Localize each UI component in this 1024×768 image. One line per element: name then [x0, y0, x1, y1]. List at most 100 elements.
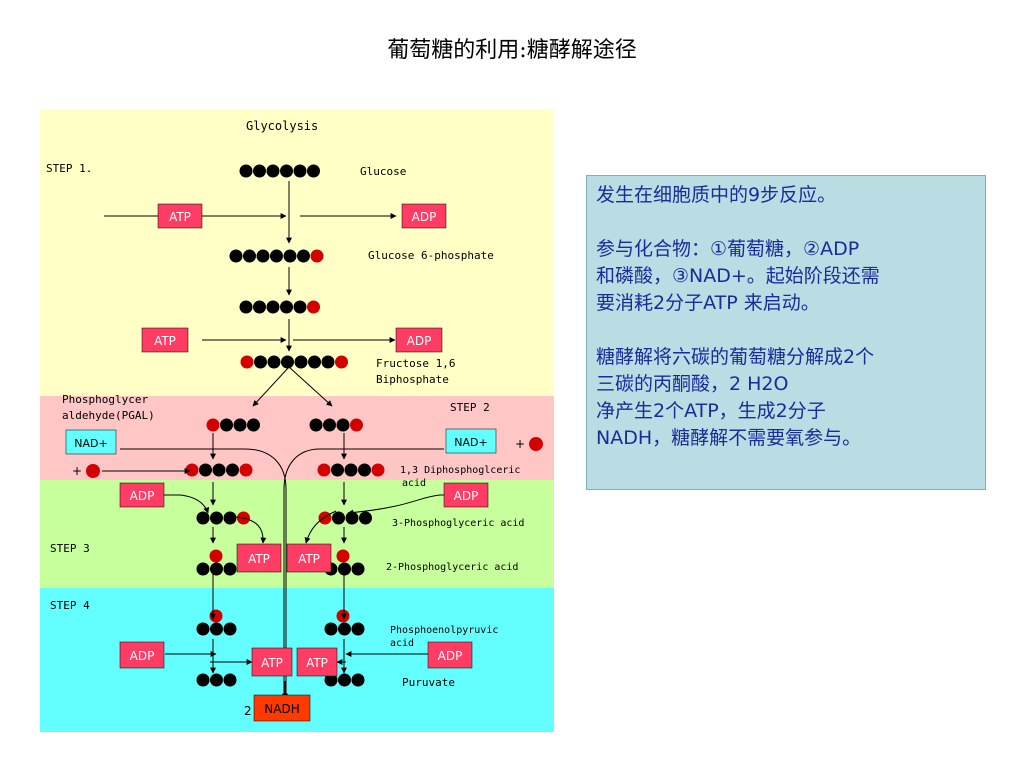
svg-text:ADP: ADP — [438, 649, 463, 663]
carbon-atom — [210, 622, 223, 636]
step1-label: STEP 1. — [46, 162, 92, 175]
molecule-layer — [185, 164, 385, 687]
glycolysis-diagram: ATP ADP ATP ADP NAD+ NAD+ + + ADP ADP AT… — [40, 109, 554, 732]
label-bpg-2: acid — [402, 478, 426, 489]
molecule-pgal-left — [206, 418, 260, 432]
carbon-atom — [223, 673, 237, 687]
carbon-atom — [283, 249, 297, 263]
phosphate-atom — [335, 355, 348, 369]
phosphate-atom — [350, 418, 363, 432]
label-fbp-1: Fructose 1,6 — [376, 357, 455, 370]
panel-paragraph-3: 糖酵解将六碳的葡萄糖分解成2个 三碳的丙酮酸，2 H2O 净产生2个ATP，生成… — [596, 344, 977, 452]
carbon-atom — [212, 463, 226, 477]
plus-left: + — [72, 464, 82, 478]
svg-text:ADP: ADP — [130, 649, 155, 663]
phosphate-atom — [318, 511, 332, 525]
carbon-atom — [331, 463, 344, 477]
panel-line-3b: 三碳的丙酮酸，2 H2O — [596, 373, 789, 395]
carbon-atom — [220, 418, 233, 432]
atp-tag-4: ATP — [286, 543, 332, 573]
molecule-pg2-left-p — [209, 549, 223, 563]
step1-band — [40, 109, 554, 396]
carbon-atom — [199, 463, 212, 477]
carbon-atom — [321, 355, 335, 369]
carbon-atom — [223, 562, 237, 576]
molecule-pg2-left — [196, 562, 237, 576]
carbon-atom — [351, 673, 365, 687]
carbon-atom — [344, 463, 358, 477]
molecule-glucose-6-phosphate-2 — [239, 300, 320, 314]
molecule-glucose — [239, 164, 320, 178]
carbon-atom — [336, 418, 350, 432]
svg-text:ADP: ADP — [130, 489, 155, 503]
carbon-atom — [226, 463, 239, 477]
carbon-atom — [210, 673, 223, 687]
phosphate-atom — [206, 418, 220, 432]
svg-text:ATP: ATP — [248, 552, 270, 566]
carbon-atom — [267, 355, 281, 369]
step4-label: STEP 4 — [50, 599, 90, 612]
carbon-atom — [332, 511, 345, 525]
carbon-atom — [229, 249, 243, 263]
adp-tag-5: ADP — [119, 641, 165, 669]
molecule-pep-left-p — [209, 609, 223, 623]
summary-panel: 发生在细胞质中的9步反应。 参与化合物：①葡萄糖，②ADP 和磷酸，③NAD+。… — [586, 175, 986, 490]
carbon-atom — [345, 511, 359, 525]
carbon-atom — [266, 300, 280, 314]
slide-title: 葡萄糖的利用:糖酵解途径 — [387, 38, 637, 63]
carbon-atom — [359, 511, 372, 525]
panel-line-3a: 糖酵解将六碳的葡萄糖分解成2个 — [596, 346, 875, 368]
phosphate-atom — [239, 463, 253, 477]
nadh-tag: NADH — [253, 694, 311, 722]
carbon-atom — [307, 164, 320, 178]
label-pyruvate: Puruvate — [402, 676, 455, 689]
carbon-atom — [280, 300, 293, 314]
adp-tag-2: ADP — [395, 327, 443, 353]
carbon-atom — [294, 355, 308, 369]
molecule-pep-right — [324, 622, 365, 636]
carbon-atom — [223, 511, 237, 525]
atp-tag-1: ATP — [157, 203, 203, 229]
adp-tag-1: ADP — [401, 203, 447, 229]
svg-text:ADP: ADP — [454, 489, 479, 503]
carbon-atom — [239, 164, 253, 178]
carbon-atom — [196, 673, 210, 687]
label-bpg-1: 1,3 Diphosphoglceric — [400, 465, 520, 476]
carbon-atom — [266, 164, 280, 178]
diagram-heading: Glycolysis — [246, 119, 318, 133]
label-pep-2: acid — [390, 638, 414, 649]
carbon-atom — [210, 562, 223, 576]
carbon-atom — [253, 164, 266, 178]
step3-label: STEP 3 — [50, 542, 90, 555]
molecule-pep-left — [196, 622, 237, 636]
carbon-atom — [338, 622, 351, 636]
phosphate-atom — [185, 463, 199, 477]
molecule-pep-right-p — [336, 609, 350, 623]
step2-label: STEP 2 — [450, 401, 490, 414]
carbon-atom — [323, 418, 336, 432]
molecule-fructose-bisphosphate — [240, 355, 348, 369]
carbon-atom — [223, 622, 237, 636]
carbon-atom — [280, 164, 293, 178]
carbon-atom — [243, 249, 256, 263]
adp-tag-3: ADP — [119, 482, 165, 508]
molecule-bpg-right — [317, 463, 385, 477]
panel-line-2c: 要消耗2分子ATP 来启动。 — [596, 292, 820, 314]
carbon-atom — [196, 511, 210, 525]
label-glucose: Glucose — [360, 165, 406, 178]
panel-line-3c: 净产生2个ATP，生成2分子 — [596, 400, 826, 422]
carbon-atom — [297, 249, 310, 263]
atp-tag-5: ATP — [251, 647, 293, 677]
svg-text:ATP: ATP — [261, 656, 283, 670]
svg-text:NAD+: NAD+ — [74, 437, 107, 450]
panel-line-2b: 和磷酸，③NAD+。起始阶段还需 — [596, 265, 880, 287]
svg-text:ATP: ATP — [298, 552, 320, 566]
nad-tag-left: NAD+ — [65, 429, 117, 455]
molecule-glucose-6-phosphate — [229, 249, 324, 263]
molecule-pyruvate-left — [196, 673, 237, 687]
svg-text:NADH: NADH — [264, 702, 299, 716]
phosphate-atom — [336, 609, 350, 623]
carbon-atom — [210, 511, 223, 525]
label-pg3: 3-Phosphoglyceric acid — [392, 518, 524, 529]
carbon-atom — [293, 164, 307, 178]
